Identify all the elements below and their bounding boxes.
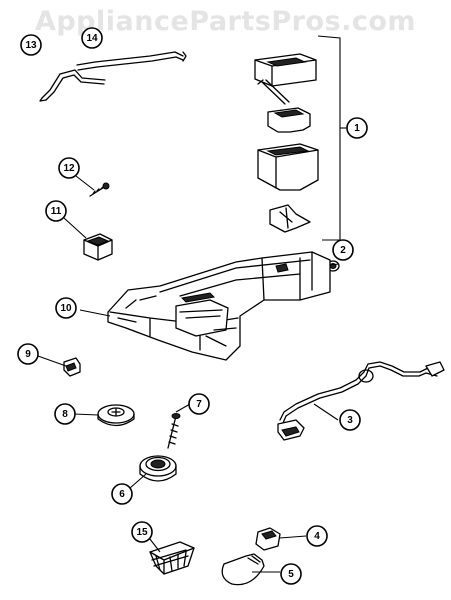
part-9-clip	[63, 357, 81, 377]
callout-4: 4	[306, 525, 328, 547]
part-5-bulb	[221, 553, 265, 586]
callout-6: 6	[111, 483, 133, 505]
callout-1: 1	[346, 117, 368, 139]
part-1-assembly	[254, 53, 319, 233]
callout-label: 12	[63, 163, 75, 174]
callout-5: 5	[280, 563, 302, 585]
callout-circle	[111, 483, 133, 505]
callout-8: 8	[54, 403, 76, 425]
part-15-basket	[149, 541, 195, 575]
part-11-relay	[83, 233, 113, 261]
part-6-wheel	[139, 455, 177, 482]
part-14-rod	[76, 51, 187, 71]
callout-label: 11	[51, 206, 62, 217]
callout-circle	[346, 117, 368, 139]
callout-circle	[58, 157, 80, 179]
callout-circle	[131, 521, 153, 543]
callout-circle	[54, 403, 76, 425]
callout-label: 10	[60, 303, 72, 314]
part-8-cap	[97, 404, 135, 427]
callout-circle	[306, 525, 328, 547]
part-12-screw	[89, 182, 110, 197]
callout-11: 11	[45, 200, 67, 222]
callout-circle	[81, 27, 103, 49]
callout-label: 6	[119, 489, 125, 500]
callout-circle	[20, 34, 42, 56]
callout-label: 2	[340, 245, 346, 256]
callout-label: 7	[196, 399, 202, 410]
callout-label: 4	[314, 531, 320, 542]
callout-label: 8	[62, 409, 68, 420]
part-13-rod	[39, 69, 106, 102]
part-10-housing	[107, 251, 331, 361]
callout-circle	[339, 409, 361, 431]
callout-circle	[188, 393, 210, 415]
part-3-harness	[277, 361, 445, 441]
callout-circle	[280, 563, 302, 585]
callout-label: 1	[354, 123, 360, 134]
callout-3: 3	[339, 409, 361, 431]
callout-14: 14	[81, 27, 103, 49]
callout-circle	[55, 297, 77, 319]
callout-13: 13	[20, 34, 42, 56]
callout-circle	[17, 343, 39, 365]
callout-7: 7	[188, 393, 210, 415]
callout-10: 10	[55, 297, 77, 319]
part-4-socket	[255, 527, 281, 551]
callout-label: 9	[25, 349, 31, 360]
callout-label: 3	[347, 415, 353, 426]
callout-circle	[332, 239, 354, 261]
callout-12: 12	[58, 157, 80, 179]
callout-15: 15	[131, 521, 153, 543]
callout-label: 5	[288, 569, 294, 580]
callout-9: 9	[17, 343, 39, 365]
callout-label: 13	[25, 40, 37, 51]
callout-label: 14	[86, 33, 98, 44]
callout-circle	[45, 200, 67, 222]
callout-label: 15	[136, 527, 148, 538]
callout-2: 2	[332, 239, 354, 261]
part-7-screw	[167, 413, 181, 449]
